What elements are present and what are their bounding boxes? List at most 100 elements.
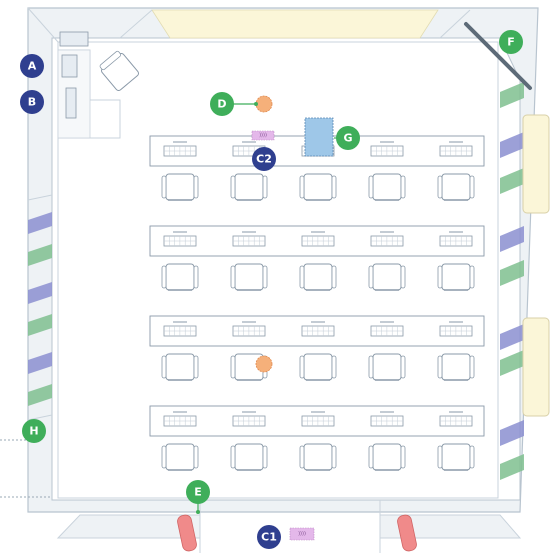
- chair-seat: [165, 353, 195, 381]
- bottom-entrance: [56, 500, 522, 553]
- window-pane-green: [500, 260, 524, 286]
- chair-seat: [441, 443, 471, 471]
- bench-left: [177, 514, 197, 552]
- marker-d[interactable]: D: [210, 92, 234, 116]
- chair-seat: [372, 263, 402, 291]
- chair-arm-right: [400, 175, 406, 199]
- bench-right: [397, 514, 417, 552]
- sensor-d: [255, 95, 273, 113]
- chair-arm-right: [469, 355, 475, 379]
- window-pane-green: [28, 384, 52, 406]
- workstation: [437, 321, 475, 381]
- desk-row: [149, 405, 485, 471]
- marker-h[interactable]: H: [22, 419, 46, 443]
- chair-seat: [441, 173, 471, 201]
- chair-arm-left: [299, 445, 305, 469]
- chair-arm-left: [230, 355, 236, 379]
- workstation: [299, 321, 337, 381]
- workstation: [230, 141, 268, 201]
- chair-arm-left: [161, 355, 167, 379]
- window-pane-green: [28, 244, 52, 266]
- right-cabinet-top: [522, 114, 550, 214]
- window-pane-green: [500, 82, 524, 108]
- marker-f[interactable]: F: [499, 30, 523, 54]
- teacher-corner: [57, 31, 139, 139]
- chair-arm-left: [368, 445, 374, 469]
- window-pane-purple: [28, 352, 52, 374]
- window-pane-purple: [28, 282, 52, 304]
- marker-b[interactable]: B: [20, 90, 44, 114]
- window-pane-purple: [500, 226, 524, 252]
- workstation: [230, 231, 268, 291]
- teacher-keyboard: [65, 87, 77, 119]
- workstation: [299, 231, 337, 291]
- window-pane-purple: [500, 420, 524, 446]
- tag-top-label: )))): [259, 133, 267, 139]
- chair-seat: [303, 443, 333, 471]
- chair-arm-right: [400, 445, 406, 469]
- workstation: [368, 141, 406, 201]
- chair-arm-right: [331, 445, 337, 469]
- chair-arm-right: [400, 265, 406, 289]
- tag-top: [251, 130, 275, 141]
- workstation: [161, 321, 199, 381]
- workstation: [437, 141, 475, 201]
- marker-h-label: H: [29, 425, 38, 438]
- tag-bottom: [289, 527, 315, 541]
- workstation: [230, 411, 268, 471]
- window-frame-line: [27, 194, 53, 201]
- left-wall-windows: [27, 194, 53, 421]
- chair-seat: [441, 263, 471, 291]
- marker-e[interactable]: E: [186, 480, 210, 504]
- marker-c1[interactable]: C1: [257, 525, 281, 549]
- chair-arm-left: [368, 175, 374, 199]
- workstation: [161, 141, 199, 201]
- student-desk-rows: [149, 135, 485, 471]
- chair-arm-right: [193, 445, 199, 469]
- marker-c2[interactable]: C2: [252, 147, 276, 171]
- chair-arm-right: [469, 175, 475, 199]
- chair-arm-left: [161, 445, 167, 469]
- chair-arm-left: [299, 355, 305, 379]
- window-pane-green: [500, 350, 524, 376]
- sensor-center: [255, 355, 273, 373]
- chair-arm-left: [161, 265, 167, 289]
- chair-arm-right: [193, 265, 199, 289]
- chair-seat: [165, 443, 195, 471]
- workstation: [368, 411, 406, 471]
- chair-seat: [372, 443, 402, 471]
- workstation: [161, 411, 199, 471]
- chair-arm-right: [331, 265, 337, 289]
- workstation: [437, 411, 475, 471]
- chair-arm-left: [299, 265, 305, 289]
- projector-screen: [304, 117, 334, 157]
- chair-arm-right: [262, 445, 268, 469]
- chair-arm-left: [230, 175, 236, 199]
- marker-a[interactable]: A: [20, 54, 44, 78]
- desk-row: [149, 315, 485, 381]
- marker-f-label: F: [507, 36, 515, 49]
- marker-c1-label: C1: [261, 531, 277, 544]
- chair-arm-left: [161, 175, 167, 199]
- equipment-rack: [59, 31, 89, 47]
- marker-e-label: E: [194, 486, 202, 499]
- window-pane-green: [28, 314, 52, 336]
- marker-g-label: G: [343, 132, 352, 145]
- chair-seat: [165, 263, 195, 291]
- chair-seat: [303, 353, 333, 381]
- window-pane-purple: [28, 212, 52, 234]
- chair-arm-left: [299, 175, 305, 199]
- marker-a-label: A: [28, 60, 37, 73]
- chair-seat: [441, 353, 471, 381]
- window-pane-green: [500, 454, 524, 480]
- chair-arm-right: [400, 355, 406, 379]
- marker-g[interactable]: G: [336, 126, 360, 150]
- marker-b-label: B: [28, 96, 36, 109]
- tag-bottom-label: )))): [298, 531, 306, 537]
- right-cabinet-bottom: [522, 317, 550, 417]
- chair-seat: [234, 173, 264, 201]
- workstation: [161, 231, 199, 291]
- window-pane-green: [500, 168, 524, 194]
